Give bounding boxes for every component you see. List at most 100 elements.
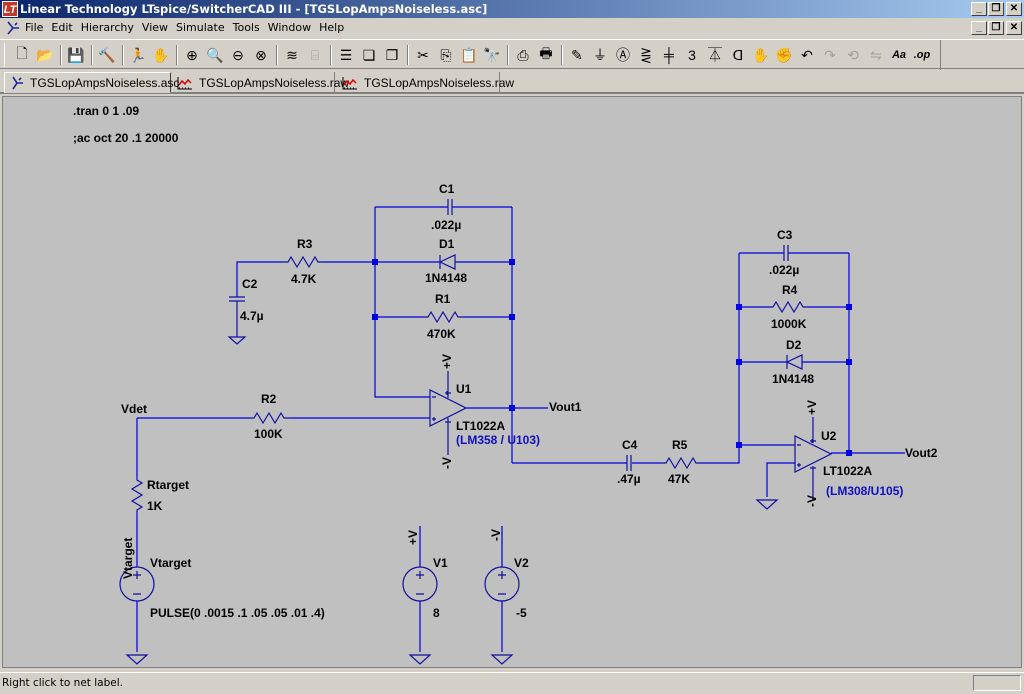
undo-button[interactable]: ↶ (796, 44, 818, 66)
u2-neg-supply-label[interactable]: -V (805, 495, 819, 507)
schematic-doc-icon[interactable] (5, 20, 21, 36)
menu-window[interactable]: Window (267, 21, 312, 34)
u1-neg-supply-label[interactable]: -V (440, 457, 454, 469)
d1-ref[interactable]: D1 (439, 237, 455, 251)
doc-restore-button[interactable]: ❐ (988, 21, 1004, 35)
mirror-button[interactable]: ⇋ (865, 44, 887, 66)
tab-schematic-asc[interactable]: TGSLopAmpsNoiseless.asc (4, 72, 179, 93)
v2-ref[interactable]: V2 (514, 556, 529, 570)
c1-ref[interactable]: C1 (439, 182, 455, 196)
open-button[interactable]: 📂 (34, 44, 56, 66)
v1-pos-supply-label[interactable]: +V (406, 529, 420, 545)
vtarget-ref[interactable]: Vtarget (150, 556, 192, 570)
u1-value[interactable]: LT1022A (456, 419, 506, 433)
draw-wire-button[interactable]: ✎ (566, 44, 588, 66)
zoom-in-button[interactable]: ⊕ (181, 44, 203, 66)
rtarget-ref[interactable]: Rtarget (147, 478, 190, 492)
doc-close-button[interactable]: ✕ (1006, 21, 1022, 35)
r4-value[interactable]: 1000K (771, 317, 807, 331)
copy-button[interactable]: ⎘ (435, 44, 457, 66)
c2-value[interactable]: 4.7µ (240, 309, 264, 323)
c3-ref[interactable]: C3 (777, 228, 793, 242)
menu-edit[interactable]: Edit (51, 21, 73, 34)
spice-directive-button[interactable]: .op (911, 44, 933, 66)
c4-ref[interactable]: C4 (622, 438, 638, 452)
new-schematic-button[interactable]: 🗋 (11, 44, 33, 66)
print-button[interactable]: 🖶 (535, 44, 557, 66)
r5-ref[interactable]: R5 (672, 438, 688, 452)
vdet-net-label[interactable]: Vdet (121, 402, 148, 416)
r2-value[interactable]: 100K (254, 427, 283, 441)
c2-ref[interactable]: C2 (242, 277, 258, 291)
cursor-button[interactable]: ⌸ (304, 44, 326, 66)
r1-value[interactable]: 470K (427, 327, 456, 341)
zoom-out-button[interactable]: ⊖ (227, 44, 249, 66)
menu-view[interactable]: View (141, 21, 169, 34)
zoom-fit-button[interactable]: ⊗ (250, 44, 272, 66)
c4-value[interactable]: .47µ (617, 472, 641, 486)
r3-ref[interactable]: R3 (297, 237, 313, 251)
redo-button[interactable]: ↷ (819, 44, 841, 66)
cascade-button[interactable]: ❏ (358, 44, 380, 66)
place-diode-button[interactable]: ⏄ (704, 44, 726, 66)
vtarget-net-label[interactable]: Vtarget (121, 537, 135, 579)
label-net-button[interactable]: Ⓐ (612, 44, 634, 66)
tab-waveform-raw-1[interactable]: TGSLopAmpsNoiseless.raw (172, 72, 349, 93)
close-window-button[interactable]: ❐ (381, 44, 403, 66)
doc-minimize-button[interactable]: _ (971, 21, 987, 35)
place-inductor-button[interactable]: 3 (681, 44, 703, 66)
restore-button[interactable]: ❐ (988, 2, 1004, 16)
u1-comment[interactable]: (LM358 / U103) (456, 433, 541, 447)
menu-hierarchy[interactable]: Hierarchy (80, 21, 134, 34)
vtarget-value[interactable]: PULSE(0 .0015 .1 .05 .05 .01 .4) (150, 606, 325, 620)
text-button[interactable]: Aa (888, 44, 910, 66)
schematic-canvas[interactable]: .tran 0 1 .09 ;ac oct 20 .1 20000 C1 .02… (2, 96, 1022, 668)
r2-ref[interactable]: R2 (261, 392, 277, 406)
save-button[interactable]: 💾 (65, 44, 87, 66)
u2-ref[interactable]: U2 (821, 429, 837, 443)
drag-button[interactable]: ✊ (773, 44, 795, 66)
d2-value[interactable]: 1N4148 (772, 372, 815, 386)
zoom-pan-button[interactable]: 🔍 (204, 44, 226, 66)
tile-horizontal-button[interactable]: ☰ (335, 44, 357, 66)
c3-value[interactable]: .022µ (769, 263, 800, 277)
u1-pos-supply-label[interactable]: +V (440, 353, 454, 369)
vout2-net-label[interactable]: Vout2 (905, 446, 938, 460)
move-button[interactable]: ✋ (750, 44, 772, 66)
d1-value[interactable]: 1N4148 (425, 271, 468, 285)
u2-pos-supply-label[interactable]: +V (805, 399, 819, 415)
ltspice-app-icon[interactable]: LT (2, 1, 18, 17)
tab-waveform-raw-2[interactable]: TGSLopAmpsNoiseless.raw (337, 72, 514, 93)
menu-simulate[interactable]: Simulate (176, 21, 225, 34)
r4-ref[interactable]: R4 (782, 283, 798, 297)
autorange-button[interactable]: ≋ (281, 44, 303, 66)
schematic-drawing[interactable] (3, 97, 1022, 668)
c1-value[interactable]: .022µ (431, 218, 462, 232)
spice-directive-tran[interactable]: .tran 0 1 .09 (73, 104, 140, 118)
menu-tools[interactable]: Tools (232, 21, 260, 34)
r5-value[interactable]: 47K (668, 472, 691, 486)
u2-value[interactable]: LT1022A (823, 464, 873, 478)
u2-comment[interactable]: (LM308/U105) (826, 484, 904, 498)
find-button[interactable]: 🔭 (481, 44, 503, 66)
place-resistor-button[interactable]: ⋛ (635, 44, 657, 66)
close-button[interactable]: ✕ (1006, 2, 1022, 16)
place-component-button[interactable]: ᗡ (727, 44, 749, 66)
spice-directive-ac[interactable]: ;ac oct 20 .1 20000 (73, 131, 179, 145)
v1-value[interactable]: 8 (433, 606, 440, 620)
place-capacitor-button[interactable]: ╪ (658, 44, 680, 66)
v2-neg-supply-label[interactable]: -V (489, 529, 503, 541)
menu-file[interactable]: File (25, 21, 44, 34)
v2-value[interactable]: -5 (516, 606, 527, 620)
rtarget-value[interactable]: 1K (147, 499, 163, 513)
u1-ref[interactable]: U1 (456, 382, 472, 396)
v1-ref[interactable]: V1 (433, 556, 448, 570)
rotate-button[interactable]: ⟲ (842, 44, 864, 66)
minimize-button[interactable]: _ (971, 2, 987, 16)
run-button[interactable]: 🏃 (127, 44, 149, 66)
control-panel-button[interactable]: 🔨 (96, 44, 118, 66)
vout1-net-label[interactable]: Vout1 (549, 400, 582, 414)
halt-button[interactable]: ✋ (150, 44, 172, 66)
place-ground-button[interactable]: ⏚ (589, 44, 611, 66)
d2-ref[interactable]: D2 (786, 338, 802, 352)
